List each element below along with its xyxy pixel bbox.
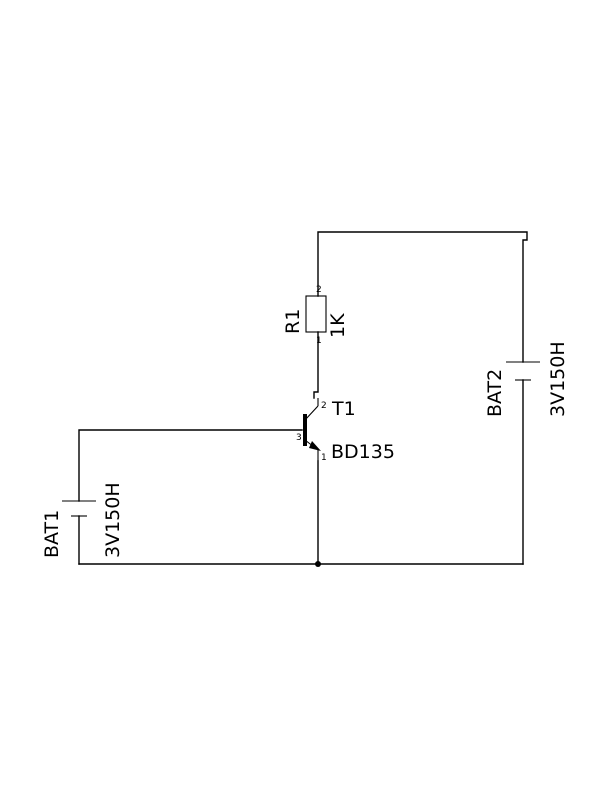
bat2-value-label: 3V150H bbox=[547, 341, 569, 417]
t1-pin-3: 3 bbox=[296, 433, 302, 443]
wires bbox=[78, 231, 528, 567]
wire-top bbox=[317, 231, 528, 363]
transistor-t1: 2 3 1 T1 BD135 bbox=[296, 398, 395, 463]
battery-bat2: BAT2 3V150H bbox=[484, 341, 569, 417]
r1-ref-label: R1 bbox=[282, 309, 304, 334]
r1-value-label: 1K bbox=[327, 313, 349, 338]
t1-ref-label: T1 bbox=[331, 398, 356, 420]
resistor-r1: 2 1 R1 1K bbox=[282, 285, 349, 346]
t1-collector-lead bbox=[304, 405, 319, 421]
t1-pin-2: 2 bbox=[321, 401, 327, 411]
r1-pin-1: 1 bbox=[316, 336, 322, 346]
bat2-ref-label: BAT2 bbox=[484, 369, 506, 417]
bat1-value-label: 3V150H bbox=[102, 482, 124, 558]
t1-emitter-arrow bbox=[309, 441, 321, 451]
r1-pin-2: 2 bbox=[316, 285, 322, 295]
wire-r1-to-collector bbox=[313, 331, 319, 399]
wire-bat1-top bbox=[78, 429, 303, 502]
r1-body bbox=[305, 295, 327, 333]
battery-bat1: BAT1 3V150H bbox=[41, 482, 124, 558]
t1-pin-1: 1 bbox=[321, 453, 327, 463]
t1-value-label: BD135 bbox=[331, 441, 395, 463]
junction-dot bbox=[315, 561, 321, 567]
bat1-ref-label: BAT1 bbox=[41, 510, 63, 558]
